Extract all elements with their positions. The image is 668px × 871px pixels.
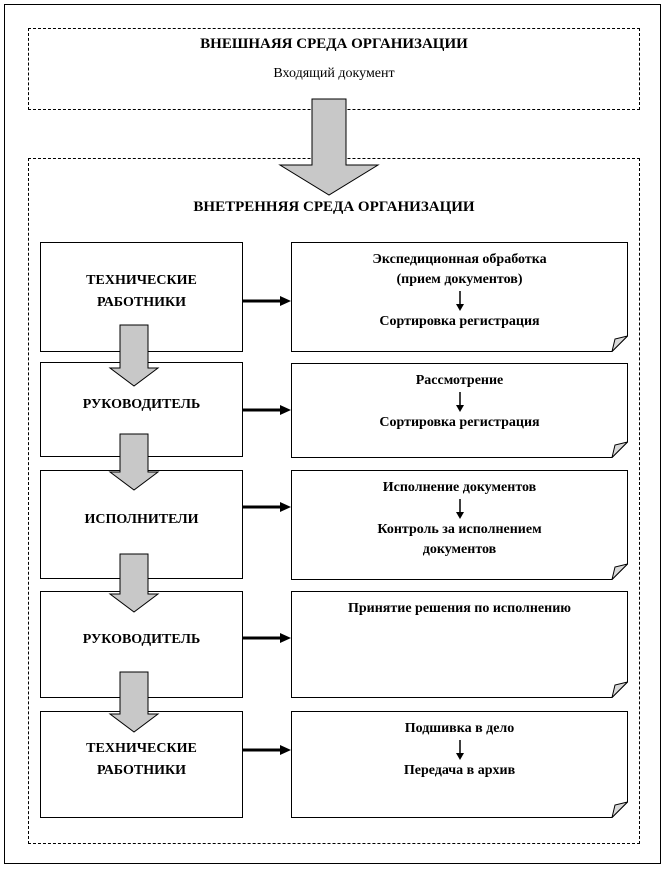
step-down-arrow-icon (291, 391, 628, 413)
step-line: Передача в архив (403, 763, 516, 778)
document-step-box: Экспедиционная обработка (прием документо… (291, 242, 628, 352)
role-label: РУКОВОДИТЕЛЬ (82, 396, 201, 412)
folded-corner (611, 441, 628, 458)
role-label: ИСПОЛНИТЕЛИ (84, 511, 199, 527)
step-line: Сортировка регистрация (379, 415, 540, 430)
folded-corner (611, 563, 628, 580)
incoming-document-label: Входящий документ (273, 66, 395, 81)
folded-corner (611, 335, 628, 352)
step-line: Рассмотрение (415, 373, 504, 388)
step-line: Принятие решения по исполнению (348, 601, 571, 616)
step-line: (прием документов) (396, 272, 523, 287)
role-label: РУКОВОДИТЕЛЬ (82, 631, 201, 647)
document-step-box: Принятие решения по исполнению (291, 591, 628, 698)
step-line: Подшивка в дело (404, 721, 515, 736)
role-box: РУКОВОДИТЕЛЬ (40, 591, 243, 698)
step-text: Принятие решения по исполнению (291, 599, 628, 619)
step-line: Экспедиционная обработка (372, 252, 547, 267)
folded-corner (611, 681, 628, 698)
step-line: Сортировка регистрация (379, 314, 540, 329)
step-line: документов (422, 542, 497, 557)
paper-shape (291, 711, 628, 818)
step-text: Экспедиционная обработка (прием документо… (291, 250, 628, 332)
paper-shape (291, 470, 628, 580)
role-box: ТЕХНИЧЕСКИЕ РАБОТНИКИ (40, 711, 243, 818)
step-down-arrow-icon (291, 498, 628, 520)
role-label: ТЕХНИЧЕСКИЕ РАБОТНИКИ (86, 273, 197, 310)
role-box: РУКОВОДИТЕЛЬ (40, 362, 243, 457)
step-down-arrow-icon (291, 290, 628, 312)
outer-frame (4, 4, 661, 864)
step-line: Исполнение документов (382, 480, 537, 495)
role-box: ИСПОЛНИТЕЛИ (40, 470, 243, 579)
step-line: Контроль за исполнением (377, 522, 542, 537)
paper-shape (291, 591, 628, 698)
step-down-arrow-icon (291, 739, 628, 761)
folded-corner (611, 801, 628, 818)
role-label: ТЕХНИЧЕСКИЕ РАБОТНИКИ (86, 740, 197, 778)
internal-environment-title: ВНЕТРЕННЯЯ СРЕДА ОРГАНИЗАЦИИ (193, 199, 475, 215)
external-environment-title: ВНЕШНАЯЯ СРЕДА ОРГАНИЗАЦИИ (200, 36, 468, 52)
role-box: ТЕХНИЧЕСКИЕ РАБОТНИКИ (40, 242, 243, 352)
